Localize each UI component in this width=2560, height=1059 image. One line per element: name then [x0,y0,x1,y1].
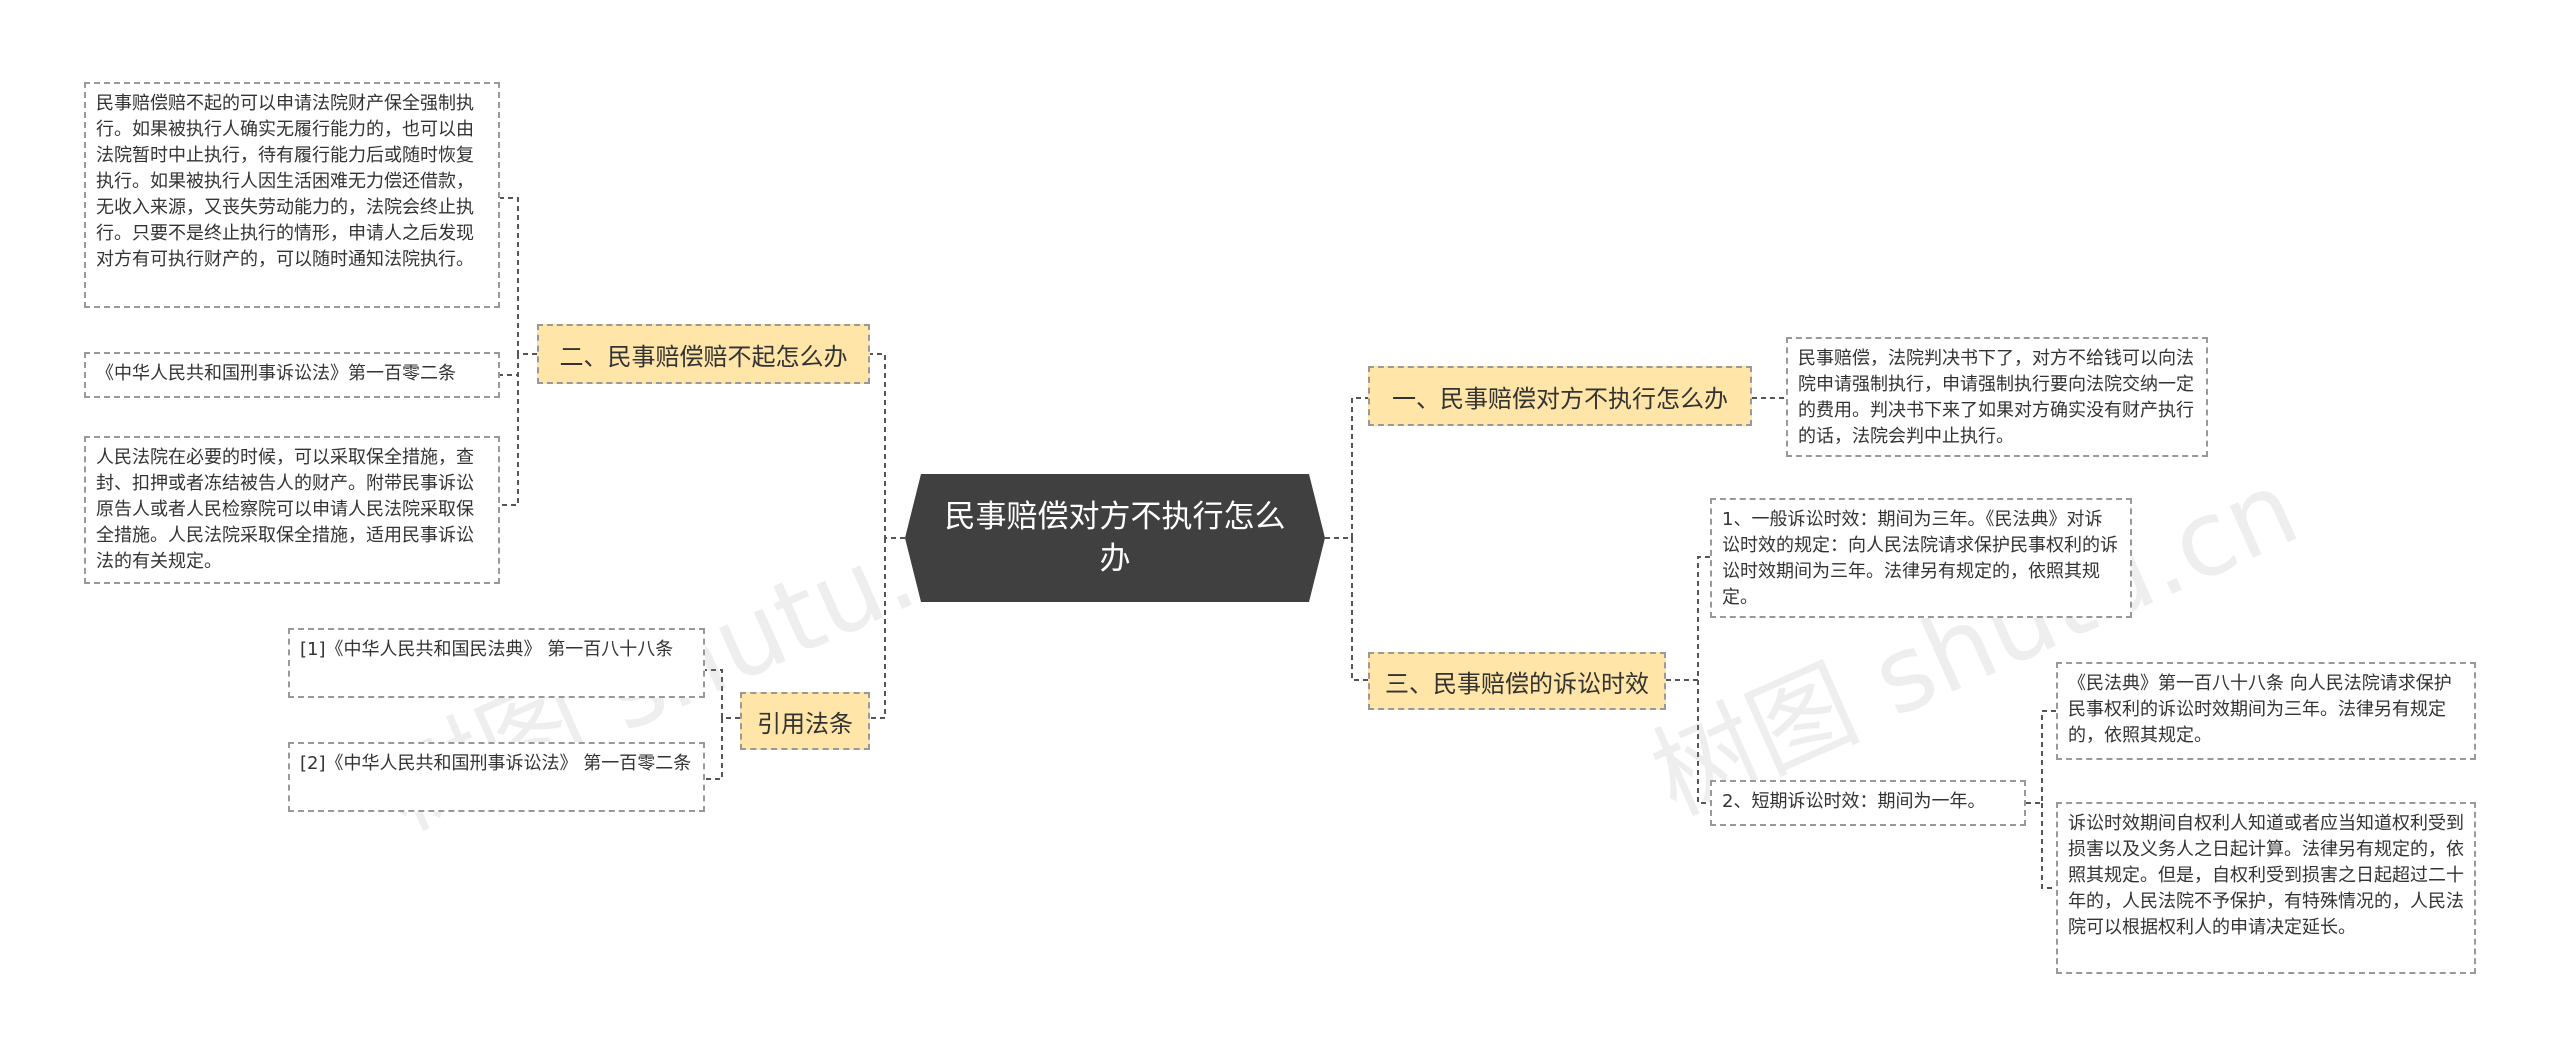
leaf-law-reference[interactable]: 《中华人民共和国刑事诉讼法》第一百零二条 [84,352,500,398]
leaf-short-limitation[interactable]: 2、短期诉讼时效：期间为一年。 [1710,780,2026,826]
branch-label: 引用法条 [757,709,853,738]
branch-label: 三、民事赔偿的诉讼时效 [1385,669,1649,698]
leaf-reference-1[interactable]: [1]《中华人民共和国民法典》 第一百八十八条 [288,628,705,698]
leaf-enforcement-detail[interactable]: 民事赔偿，法院判决书下了，对方不给钱可以向法院申请强制执行，申请强制执行要向法院… [1786,337,2208,457]
leaf-limitation-start[interactable]: 诉讼时效期间自权利人知道或者应当知道权利受到损害以及义务人之日起计算。法律另有规… [2056,802,2476,974]
branch-label: 二、民事赔偿赔不起怎么办 [559,342,848,371]
leaf-civil-code-188[interactable]: 《民法典》第一百八十八条 向人民法院请求保护民事权利的诉讼时效期间为三年。法律另… [2056,662,2476,760]
branch-not-executing[interactable]: 一、民事赔偿对方不执行怎么办 [1368,366,1752,426]
root-topic[interactable]: 民事赔偿对方不执行怎么办 [905,474,1325,602]
leaf-preservation-measures[interactable]: 人民法院在必要的时候，可以采取保全措施，查封、扣押或者冻结被告人的财产。附带民事… [84,436,500,584]
branch-cited-laws[interactable]: 引用法条 [740,692,870,750]
branch-cannot-afford[interactable]: 二、民事赔偿赔不起怎么办 [537,324,870,384]
leaf-general-limitation[interactable]: 1、一般诉讼时效：期间为三年。《民法典》对诉讼时效的规定：向人民法院请求保护民事… [1710,498,2132,618]
leaf-cannot-afford-detail[interactable]: 民事赔偿赔不起的可以申请法院财产保全强制执行。如果被执行人确实无履行能力的，也可… [84,82,500,308]
leaf-reference-2[interactable]: [2]《中华人民共和国刑事诉讼法》 第一百零二条 [288,742,705,812]
branch-label: 一、民事赔偿对方不执行怎么办 [1392,384,1728,413]
root-title: 民事赔偿对方不执行怎么办 [944,499,1286,577]
branch-limitation-period[interactable]: 三、民事赔偿的诉讼时效 [1368,652,1666,710]
